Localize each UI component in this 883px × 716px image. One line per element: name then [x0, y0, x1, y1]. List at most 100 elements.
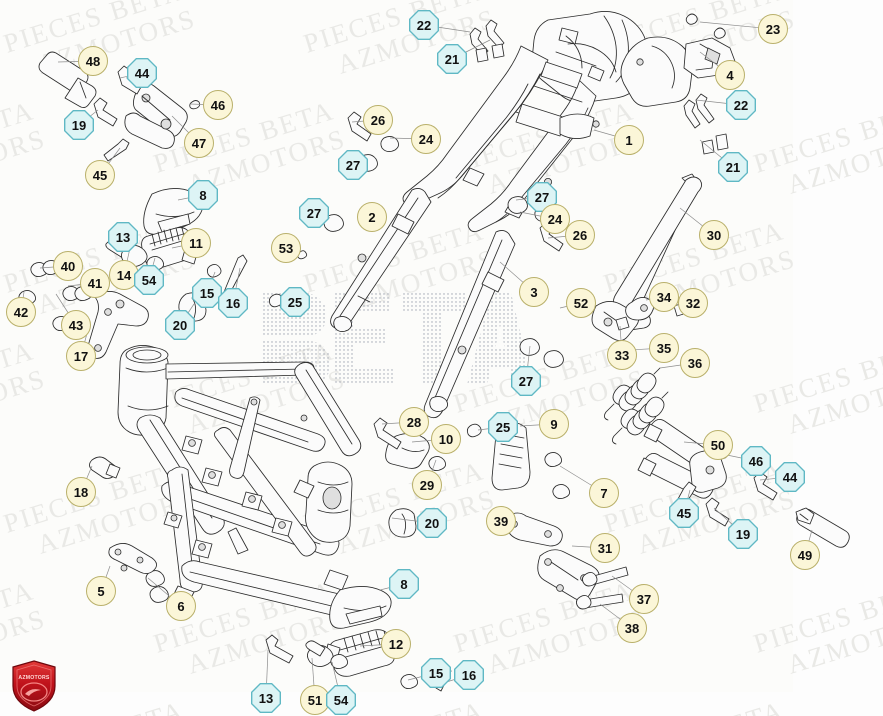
callout-badge-45[interactable]: 45 [669, 498, 699, 528]
part-49-tube [796, 508, 849, 547]
callout-badge-16[interactable]: 16 [218, 288, 248, 318]
badge-label: 25 [287, 294, 303, 310]
callout-badge-25[interactable]: 25 [280, 287, 310, 317]
callout-badge-42[interactable]: 42 [6, 297, 36, 327]
badge-label: 13 [115, 229, 131, 245]
part-08-pad-lower [330, 586, 391, 628]
badge-label: 15 [199, 285, 215, 301]
callout-badge-54[interactable]: 54 [134, 265, 164, 295]
callout-badge-41[interactable]: 41 [80, 268, 110, 298]
callout-badge-15[interactable]: 15 [192, 278, 222, 308]
callout-badge-36[interactable]: 36 [680, 348, 710, 378]
badge-octagon-fill [193, 279, 221, 307]
callout-badge-47[interactable]: 47 [184, 128, 214, 158]
callout-badge-35[interactable]: 35 [649, 333, 679, 363]
badge-label: 44 [134, 65, 150, 81]
callout-badge-31[interactable]: 31 [590, 533, 620, 563]
callout-badge-44[interactable]: 44 [127, 58, 157, 88]
badge-octagon-fill [219, 289, 247, 317]
badge-label: 21 [444, 51, 460, 67]
callout-badge-18[interactable]: 18 [66, 477, 96, 507]
badge-octagon-fill [776, 463, 804, 491]
callout-badge-4[interactable]: 4 [715, 60, 745, 90]
badge-octagon-fill [512, 367, 540, 395]
callout-badge-48[interactable]: 48 [78, 46, 108, 76]
callout-badge-20[interactable]: 20 [165, 310, 195, 340]
callout-badge-22[interactable]: 22 [409, 10, 439, 40]
badge-label: 54 [333, 692, 349, 708]
callout-badge-28[interactable]: 28 [399, 407, 429, 437]
badge-octagon-fill [281, 288, 309, 316]
callout-badge-22[interactable]: 22 [726, 90, 756, 120]
callout-badge-10[interactable]: 10 [431, 424, 461, 454]
callout-badge-6[interactable]: 6 [166, 591, 196, 621]
badge-label: 8 [400, 576, 408, 592]
callout-badge-12[interactable]: 12 [381, 629, 411, 659]
callout-badge-33[interactable]: 33 [607, 340, 637, 370]
badge-octagon-fill [189, 181, 217, 209]
callout-badge-26[interactable]: 26 [363, 105, 393, 135]
callout-badge-32[interactable]: 32 [678, 288, 708, 318]
callout-badge-44[interactable]: 44 [775, 462, 805, 492]
badge-octagon-fill [339, 151, 367, 179]
callout-badge-17[interactable]: 17 [66, 341, 96, 371]
badge-octagon-fill [252, 684, 280, 712]
callout-badge-5[interactable]: 5 [86, 576, 116, 606]
callout-badge-23[interactable]: 23 [758, 14, 788, 44]
callout-badge-7[interactable]: 7 [589, 478, 619, 508]
callout-badge-40[interactable]: 40 [53, 251, 83, 281]
callout-badge-53[interactable]: 53 [271, 233, 301, 263]
callout-badge-26[interactable]: 26 [565, 220, 595, 250]
callout-badge-37[interactable]: 37 [629, 584, 659, 614]
callout-badge-27[interactable]: 27 [338, 150, 368, 180]
callout-badge-39[interactable]: 39 [486, 506, 516, 536]
callout-badge-9[interactable]: 9 [539, 409, 569, 439]
badge-octagon-fill [128, 59, 156, 87]
badge-label: 27 [534, 189, 550, 205]
callout-badge-2[interactable]: 2 [357, 202, 387, 232]
callout-badge-11[interactable]: 11 [181, 228, 211, 258]
callout-badge-1[interactable]: 1 [614, 125, 644, 155]
badge-label: 27 [345, 157, 361, 173]
callout-badge-46[interactable]: 46 [741, 446, 771, 476]
badge-octagon-fill [729, 520, 757, 548]
callout-badge-45[interactable]: 45 [85, 160, 115, 190]
callout-badge-30[interactable]: 30 [699, 220, 729, 250]
badge-octagon-fill [422, 659, 450, 687]
callout-badge-34[interactable]: 34 [649, 282, 679, 312]
callout-badge-43[interactable]: 43 [61, 310, 91, 340]
callout-badge-52[interactable]: 52 [566, 288, 596, 318]
callout-badge-3[interactable]: 3 [519, 277, 549, 307]
callout-badge-51[interactable]: 51 [300, 685, 330, 715]
callout-badge-29[interactable]: 29 [412, 470, 442, 500]
callout-badge-38[interactable]: 38 [617, 613, 647, 643]
callout-badge-8[interactable]: 8 [188, 180, 218, 210]
callout-badge-46[interactable]: 46 [203, 90, 233, 120]
callout-badge-21[interactable]: 21 [718, 152, 748, 182]
callout-badge-24[interactable]: 24 [540, 204, 570, 234]
azmotors-shield-logo: AZMOTORS [12, 660, 56, 712]
callout-badge-20[interactable]: 20 [417, 508, 447, 538]
callout-badge-13[interactable]: 13 [251, 683, 281, 713]
callout-badge-50[interactable]: 50 [703, 430, 733, 460]
callout-badge-15[interactable]: 15 [421, 658, 451, 688]
callout-badge-54[interactable]: 54 [326, 685, 356, 715]
callout-badge-24[interactable]: 24 [411, 124, 441, 154]
badge-octagon-fill [438, 45, 466, 73]
callout-badge-8[interactable]: 8 [389, 569, 419, 599]
callout-badge-19[interactable]: 19 [64, 110, 94, 140]
callout-badge-25[interactable]: 25 [488, 412, 518, 442]
callout-badge-19[interactable]: 19 [728, 519, 758, 549]
badge-label: 54 [141, 272, 157, 288]
callout-badge-27[interactable]: 27 [511, 366, 541, 396]
callout-badge-13[interactable]: 13 [108, 222, 138, 252]
badge-octagon-fill [390, 570, 418, 598]
callout-badge-27[interactable]: 27 [299, 198, 329, 228]
badge-octagon-fill [300, 199, 328, 227]
part-03-rail [424, 230, 515, 417]
badge-octagon-fill [489, 413, 517, 441]
callout-badge-16[interactable]: 16 [454, 660, 484, 690]
part-02-rail [331, 188, 431, 331]
callout-badge-21[interactable]: 21 [437, 44, 467, 74]
callout-badge-49[interactable]: 49 [790, 540, 820, 570]
